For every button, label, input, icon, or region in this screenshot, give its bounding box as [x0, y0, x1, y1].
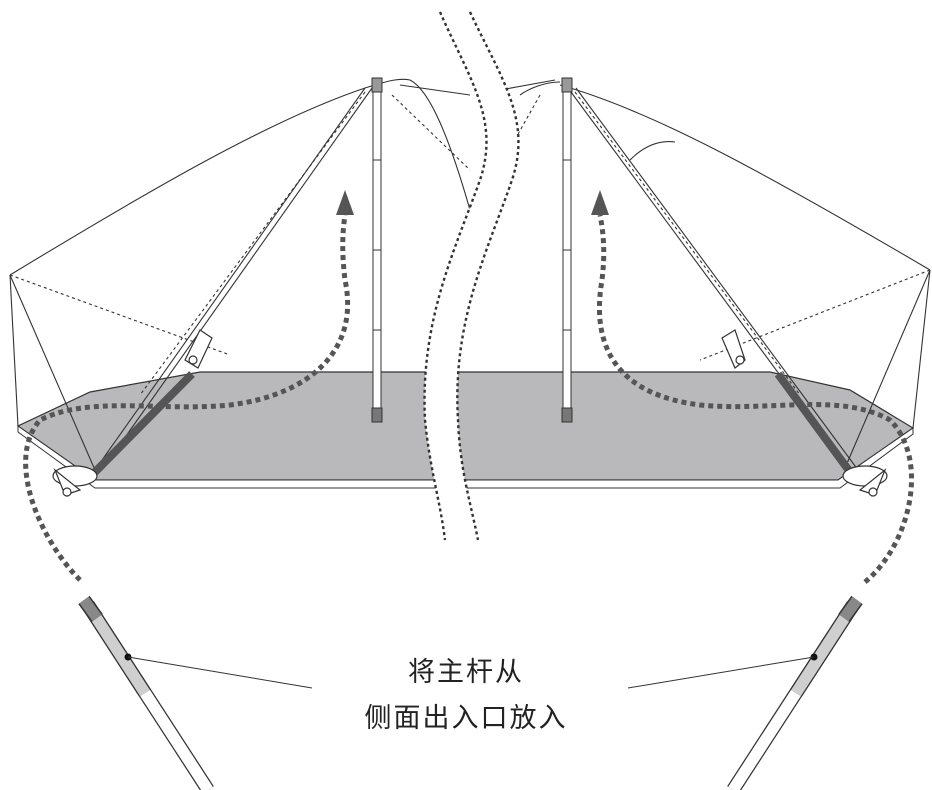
left-pole-highlight: [92, 371, 195, 475]
left-canopy: [9, 78, 471, 471]
callout-line-left: [127, 656, 313, 689]
corner-clip-icon: [842, 465, 888, 497]
caption-line-1: 将主杆从: [408, 657, 524, 688]
left-insertion-arrow: [23, 214, 351, 582]
break-line-left: [423, 11, 488, 541]
corner-clip-icon: [184, 329, 213, 369]
corner-clip-icon: [52, 465, 98, 497]
break-line-right: [456, 11, 520, 541]
caption-line-2: 侧面出入口放入: [364, 703, 568, 734]
dashed-up-arrow-icon: [591, 190, 609, 215]
left-center-pole: [371, 77, 383, 423]
right-center-pole: [561, 77, 573, 423]
tent-pole-icon: [727, 595, 863, 790]
corner-clip-icon: [721, 329, 746, 369]
right-insertion-arrow: [596, 214, 914, 584]
callout-line-right: [627, 656, 815, 689]
right-pole-highlight: [774, 371, 854, 475]
dashed-up-arrow-icon: [336, 190, 354, 215]
instruction-caption: 将主杆从 侧面出入口放入: [316, 650, 616, 742]
floor-edge: [17, 425, 914, 489]
break-gap: [424, 12, 519, 540]
tent-pole-icon: [78, 595, 214, 790]
